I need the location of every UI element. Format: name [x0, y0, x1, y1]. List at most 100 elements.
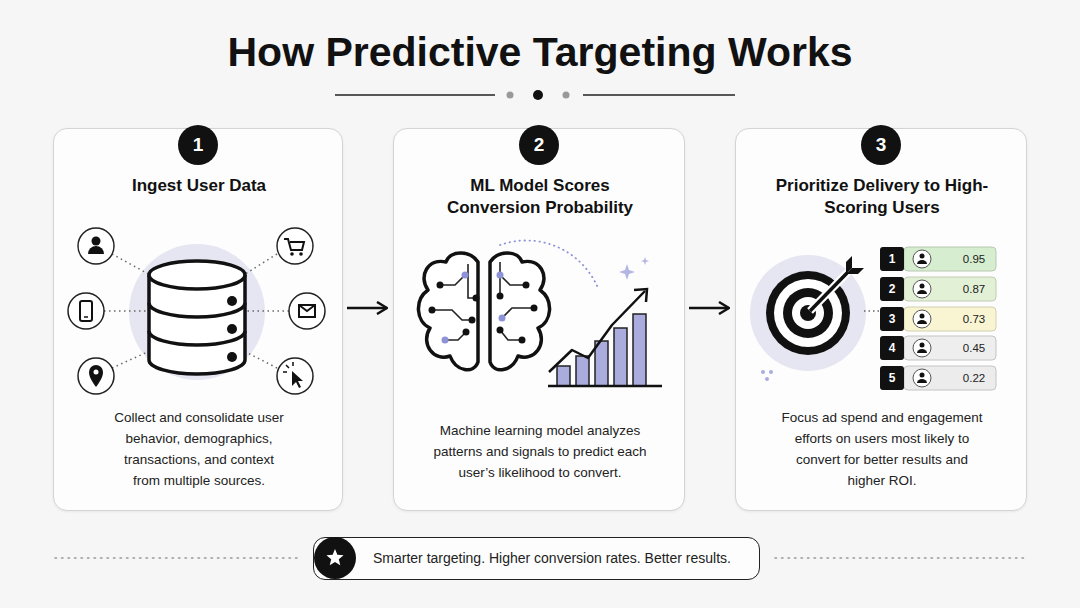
score-row [880, 247, 996, 271]
flow-arrow [689, 307, 729, 310]
step-badge [178, 125, 218, 165]
step-heading: Ingest User Data [87, 175, 312, 197]
star-icon [314, 537, 356, 579]
growth-chart [595, 341, 608, 386]
database-dot [227, 296, 237, 306]
score-row [920, 343, 925, 348]
score-row [880, 247, 904, 271]
score-row [880, 307, 904, 331]
neural-node [429, 272, 538, 344]
neural-node [497, 293, 504, 300]
score-row [920, 254, 925, 259]
growth-chart [557, 314, 646, 386]
neural-node [469, 317, 476, 324]
neural-circuit [432, 262, 534, 340]
database-cylinder [149, 261, 245, 289]
score-row [920, 314, 925, 319]
neural-node [437, 282, 444, 289]
step-description: Focus ad spend and engagement efforts on… [780, 407, 985, 491]
score-row [904, 307, 996, 331]
source-icon [94, 370, 99, 375]
target-illustration [769, 370, 773, 374]
target-illustration [750, 255, 866, 371]
growth-chart [557, 366, 570, 386]
target-illustration [810, 272, 848, 311]
score-row [880, 247, 996, 390]
target-illustration [810, 272, 848, 311]
neural-circuit [468, 264, 476, 298]
brain-illustration [418, 253, 478, 370]
source-icon [68, 293, 104, 329]
connection-dots [104, 254, 289, 368]
score-row [904, 366, 996, 390]
target-illustration [792, 297, 824, 329]
source-icon [78, 358, 114, 394]
target-illustration [774, 279, 842, 347]
neural-node [497, 327, 504, 334]
step-badge [861, 125, 901, 165]
score-row [917, 379, 927, 383]
connection-dots [246, 310, 289, 312]
score-row [913, 280, 931, 298]
database-illustration [68, 228, 325, 394]
neural-node [463, 329, 470, 336]
score-row [913, 250, 931, 268]
score-row [920, 373, 925, 378]
connection-dots [112, 350, 152, 368]
score-row [913, 310, 931, 328]
database-cylinder [149, 331, 245, 345]
title-divider [507, 92, 514, 99]
source-icon [290, 252, 294, 256]
target-illustration [766, 271, 850, 355]
growth-chart [614, 328, 627, 386]
target-illustration [783, 288, 833, 338]
score-row [917, 349, 927, 353]
score-row [913, 369, 931, 387]
database-cylinder [149, 275, 245, 374]
score-row [880, 277, 904, 301]
source-icon [299, 252, 303, 256]
neural-circuit [502, 308, 534, 318]
score-row [904, 277, 996, 301]
target-illustration [750, 255, 879, 381]
footer-divider [55, 557, 300, 559]
database-dot [227, 296, 237, 362]
connection-dots [242, 350, 277, 368]
target-illustration [846, 268, 864, 274]
neural-circuit [445, 332, 466, 340]
step-card: Ingest User DataCollect and consolidate … [53, 128, 343, 511]
neural-node [523, 282, 530, 289]
star-icon [326, 549, 343, 565]
source-icon [84, 316, 88, 318]
growth-chart [641, 257, 649, 265]
tagline-text: Smarter targeting. Higher conversion rat… [373, 538, 753, 578]
brain-illustration [418, 253, 549, 370]
neural-node [531, 305, 538, 312]
source-icon [289, 293, 325, 329]
title-divider [563, 92, 570, 99]
growth-chart [576, 356, 589, 386]
tagline-box: Smarter targeting. Higher conversion rat… [313, 537, 760, 580]
source-icon [89, 365, 103, 387]
neural-circuit [500, 330, 522, 340]
neural-node [473, 295, 480, 302]
database-cylinder [149, 261, 245, 374]
source-icon [292, 371, 303, 388]
database-dot [227, 324, 237, 334]
flow-arrow [347, 307, 387, 310]
target-illustration [761, 370, 765, 374]
score-row [880, 366, 996, 390]
target-illustration [846, 256, 852, 274]
source-icon [283, 362, 293, 372]
footer-divider [55, 557, 1025, 559]
neural-node [499, 315, 506, 322]
growth-chart [548, 257, 662, 386]
database-cylinder [149, 303, 245, 317]
database-illustration [129, 244, 265, 380]
brain-illustration [418, 240, 598, 369]
score-row [880, 336, 904, 360]
step-badge [178, 125, 901, 165]
source-icon [92, 237, 101, 246]
growth-chart [619, 264, 635, 280]
